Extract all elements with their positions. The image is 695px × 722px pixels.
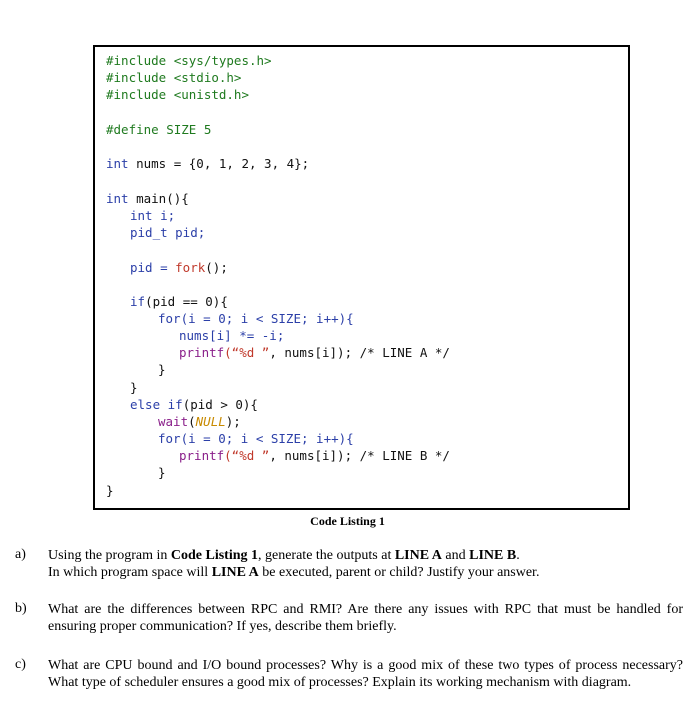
code-text: (i = 0; i < SIZE; i++){ (180, 311, 354, 326)
question-label: a) (15, 547, 26, 562)
code-close-brace: } (130, 380, 138, 395)
code-close-brace: } (158, 465, 166, 480)
question-line: Using the program in Code Listing 1, gen… (48, 548, 520, 563)
code-wait-line: wait(NULL); (158, 414, 241, 429)
code-if-line: if(pid == 0){ (130, 293, 228, 310)
code-text: ); (225, 414, 241, 429)
code-define: #define SIZE 5 (106, 122, 212, 137)
code-listing-caption: Code Listing 1 (310, 514, 385, 528)
code-printf-a: printf(“%d ”, nums[i]); /* LINE A */ (179, 344, 450, 361)
code-printf-b: printf(“%d ”, nums[i]); /* LINE B */ (179, 447, 450, 464)
code-text: pid = (130, 260, 176, 275)
code-format-string: (“%d ” (224, 448, 270, 463)
code-close-brace: } (106, 483, 114, 498)
code-decl-i: int i; (130, 208, 176, 223)
code-text: (pid == 0){ (145, 294, 228, 309)
code-null: NULL (195, 414, 226, 429)
code-main-decl: int main(){ (106, 190, 189, 207)
code-keyword: int (106, 156, 129, 171)
code-wait-call: wait (158, 414, 189, 429)
code-text: (pid > 0){ (182, 397, 258, 412)
code-printf-call: printf (179, 448, 225, 463)
code-keyword: for (158, 311, 181, 326)
code-include-2: #include <stdio.h> (106, 70, 242, 85)
code-printf-call: printf (179, 345, 225, 360)
code-nums-mult: nums[i] *= -i; (179, 328, 285, 343)
code-include-1: #include <sys/types.h> (106, 53, 272, 68)
code-close-brace: } (158, 362, 166, 377)
question-text: What are the differences between RPC and… (48, 602, 683, 634)
code-keyword: if (130, 294, 146, 309)
code-nums-decl: int nums = {0, 1, 2, 3, 4}; (106, 155, 309, 172)
code-text: , nums[i]); /* LINE A */ (269, 345, 450, 360)
question-text: What are CPU bound and I/O bound process… (48, 658, 683, 690)
code-text: nums = {0, 1, 2, 3, 4}; (128, 156, 310, 171)
code-text: (i = 0; i < SIZE; i++){ (180, 431, 354, 446)
question-label: c) (15, 657, 26, 672)
code-keyword: for (158, 431, 181, 446)
code-text: main(){ (128, 191, 189, 206)
code-format-string: (“%d ” (224, 345, 270, 360)
code-text: (); (205, 260, 228, 275)
code-keyword: int (106, 191, 129, 206)
question-text: Using the program in Code Listing 1, gen… (48, 547, 683, 581)
code-fork-call: fork (175, 260, 206, 275)
code-include-3: #include <unistd.h> (106, 87, 249, 102)
code-for2-line: for(i = 0; i < SIZE; i++){ (158, 430, 354, 447)
code-for1-line: for(i = 0; i < SIZE; i++){ (158, 310, 354, 327)
code-text: , nums[i]); /* LINE B */ (269, 448, 450, 463)
question-line: In which program space will LINE A be ex… (48, 565, 540, 580)
question-label: b) (15, 601, 27, 616)
code-fork-line: pid = fork(); (130, 259, 228, 276)
code-listing-box (93, 45, 630, 510)
code-keyword: else if (130, 397, 183, 412)
code-decl-pid: pid_t pid; (130, 225, 206, 240)
code-else-line: else if(pid > 0){ (130, 396, 258, 413)
